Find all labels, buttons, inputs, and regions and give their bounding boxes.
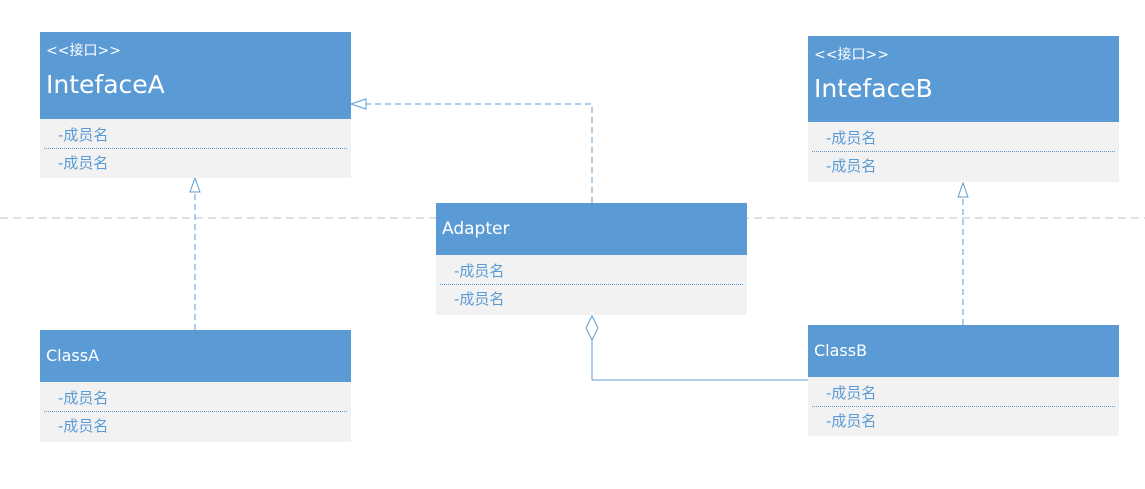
adapter-header: Adapter xyxy=(436,203,747,255)
interface-b-member-2: -成员名 xyxy=(826,157,877,175)
interface-b-header: <<接口>> IntefaceB xyxy=(808,36,1119,122)
interface-b-member-1: -成员名 xyxy=(812,124,1115,152)
interface-a-box[interactable]: <<接口>> IntefaceA -成员名 -成员名 xyxy=(40,32,351,178)
adapter-box[interactable]: Adapter -成员名 -成员名 xyxy=(436,203,747,315)
class-b-name: ClassB xyxy=(814,341,868,360)
interface-a-member-2: -成员名 xyxy=(58,154,109,172)
interface-a-header: <<接口>> IntefaceA xyxy=(40,32,351,119)
class-b-members: -成员名 -成员名 xyxy=(808,377,1119,436)
adapter-member-2: -成员名 xyxy=(454,290,505,308)
class-a-member-1: -成员名 xyxy=(44,384,347,412)
adapter-realization-line xyxy=(366,103,593,203)
classa-realization-arrowhead xyxy=(189,176,201,193)
class-b-header: ClassB xyxy=(808,325,1119,377)
class-a-header: ClassA xyxy=(40,330,351,382)
class-a-box[interactable]: ClassA -成员名 -成员名 xyxy=(40,330,351,442)
interface-a-members: -成员名 -成员名 xyxy=(40,119,351,178)
interface-b-box[interactable]: <<接口>> IntefaceB -成员名 -成员名 xyxy=(808,36,1119,182)
aggregation-diamond-icon xyxy=(585,314,599,342)
interface-a-name: IntefaceA xyxy=(46,70,165,99)
class-b-member-2: -成员名 xyxy=(826,412,877,430)
interface-b-name: IntefaceB xyxy=(814,74,933,103)
class-a-member-2: -成员名 xyxy=(58,417,109,435)
adapter-name: Adapter xyxy=(442,219,510,239)
class-a-members: -成员名 -成员名 xyxy=(40,382,351,442)
adapter-member-1: -成员名 xyxy=(440,257,743,285)
class-b-box[interactable]: ClassB -成员名 -成员名 xyxy=(808,325,1119,436)
adapter-members: -成员名 -成员名 xyxy=(436,255,747,315)
aggregation-line xyxy=(591,340,808,381)
adapter-realization-arrowhead xyxy=(349,98,367,110)
interface-a-member-1: -成员名 xyxy=(44,121,347,149)
interface-a-stereotype: <<接口>> xyxy=(46,43,121,59)
interface-b-stereotype: <<接口>> xyxy=(814,47,889,63)
interface-b-members: -成员名 -成员名 xyxy=(808,122,1119,182)
classb-realization-arrowhead xyxy=(957,181,969,198)
class-b-member-1: -成员名 xyxy=(812,379,1115,407)
class-a-name: ClassA xyxy=(46,346,100,365)
